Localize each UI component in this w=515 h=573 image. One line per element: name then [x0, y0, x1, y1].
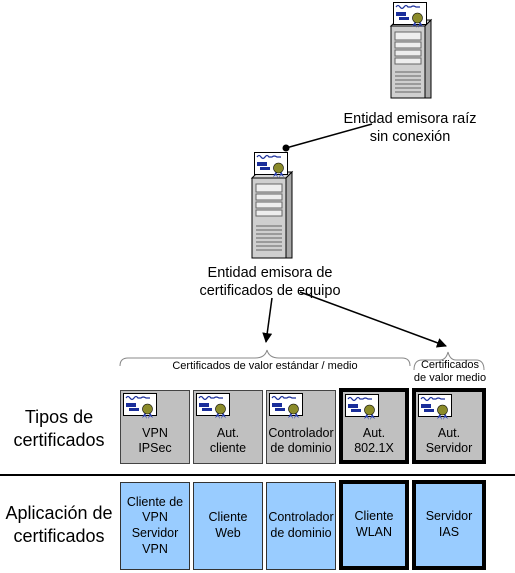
brace-label-medium: Certificados de valor medio — [410, 359, 490, 385]
app-text: Controlador de dominio — [268, 510, 333, 541]
arrow-medium — [299, 291, 447, 348]
app-text: Servidor IAS — [426, 509, 473, 540]
app-text: Cliente Web — [209, 510, 248, 541]
app-line: WLAN — [355, 525, 393, 539]
cert-type-8021x-auth: Aut. 802.1X — [339, 388, 409, 464]
cert-type-line2: Servidor — [425, 441, 473, 456]
app-line: IAS — [438, 525, 460, 539]
cert-type-line2: de dominio — [270, 441, 332, 456]
cert-type-text: Aut. cliente — [194, 426, 262, 457]
app-vpn-client-server: Cliente de VPN Servidor VPN — [120, 482, 190, 570]
issuing-ca-label: Entidad emisora de certificados de equip… — [185, 264, 355, 300]
cert-type-line2: IPSec — [138, 441, 172, 456]
cert-type-line1: Aut. — [437, 425, 461, 440]
brace-standard-medium — [119, 349, 411, 367]
cert-type-server-auth: Aut. Servidor — [412, 388, 486, 464]
row-label-types-line1: Tipos de — [24, 407, 94, 427]
app-ias-server: Servidor IAS — [412, 480, 486, 570]
app-domain-controller: Controlador de dominio — [266, 482, 336, 570]
brace-label-medium-line1: Certificados — [420, 359, 480, 371]
app-text: Cliente WLAN — [355, 509, 394, 540]
row-label-types-line2: certificados — [13, 429, 105, 450]
app-line: Web — [215, 526, 241, 540]
certificate-icon — [345, 394, 380, 420]
cert-type-line1: Aut. — [362, 425, 386, 440]
cert-type-line2: cliente — [209, 441, 247, 456]
cert-type-text: VPN IPSec — [121, 426, 189, 457]
cert-type-line2: 802.1X — [354, 441, 394, 456]
root-ca-server — [383, 1, 433, 100]
issuing-ca-server — [244, 151, 296, 260]
app-line: Cliente — [208, 510, 248, 525]
server-icon — [250, 151, 294, 259]
app-line: VPN — [142, 541, 168, 556]
certificate-icon — [269, 393, 304, 419]
section-divider — [0, 474, 515, 476]
cert-type-line1: Aut. — [216, 425, 240, 440]
row-label-types: Tipos de certificados — [0, 406, 118, 451]
root-ca-label-line1: Entidad emisora raíz — [343, 111, 477, 127]
cert-type-text: Aut. 802.1X — [343, 426, 405, 457]
root-to-issuing-line — [285, 123, 373, 149]
certificate-icon — [196, 393, 231, 419]
row-label-app-line2: certificados — [13, 525, 105, 546]
app-line: Cliente de — [126, 494, 184, 509]
app-wlan-client: Cliente WLAN — [339, 480, 409, 570]
row-label-applications: Aplicación de certificados — [0, 502, 118, 547]
cert-type-vpn-ipsec: VPN IPSec — [120, 390, 190, 464]
server-icon — [389, 1, 433, 99]
row-label-app-line1: Aplicación de — [5, 503, 113, 523]
cert-type-text: Aut. Servidor — [416, 426, 482, 457]
app-line: Controlador — [268, 510, 334, 525]
issuing-ca-label-line1: Entidad emisora de — [207, 265, 333, 281]
cert-type-client-auth: Aut. cliente — [193, 390, 263, 464]
cert-type-line1: Controlador — [268, 425, 334, 440]
cert-type-domain-controller: Controlador de dominio — [266, 390, 336, 464]
root-ca-label: Entidad emisora raíz sin conexión — [330, 110, 490, 146]
app-line: VPN — [142, 510, 168, 525]
certificate-icon — [123, 393, 158, 419]
brace-label-standard-medium: Certificados de valor estándar / medio — [172, 360, 358, 372]
app-text: Cliente de VPN Servidor VPN — [127, 495, 183, 558]
cert-type-line1: VPN — [142, 425, 168, 440]
issuing-ca-label-line2: certificados de equipo — [199, 283, 341, 300]
arrow-standard — [262, 297, 273, 343]
app-web-client: Cliente Web — [193, 482, 263, 570]
connector-dot — [282, 144, 290, 152]
app-line: Cliente — [354, 509, 394, 524]
app-line: Servidor — [425, 509, 473, 524]
root-ca-label-line2: sin conexión — [369, 129, 451, 146]
app-line: de dominio — [270, 526, 332, 540]
app-line: Servidor — [131, 526, 179, 540]
certificate-icon — [418, 394, 453, 420]
brace-medium — [413, 351, 485, 371]
cert-type-text: Controlador de dominio — [267, 426, 335, 457]
brace-label-medium-line2: de valor medio — [413, 372, 487, 385]
